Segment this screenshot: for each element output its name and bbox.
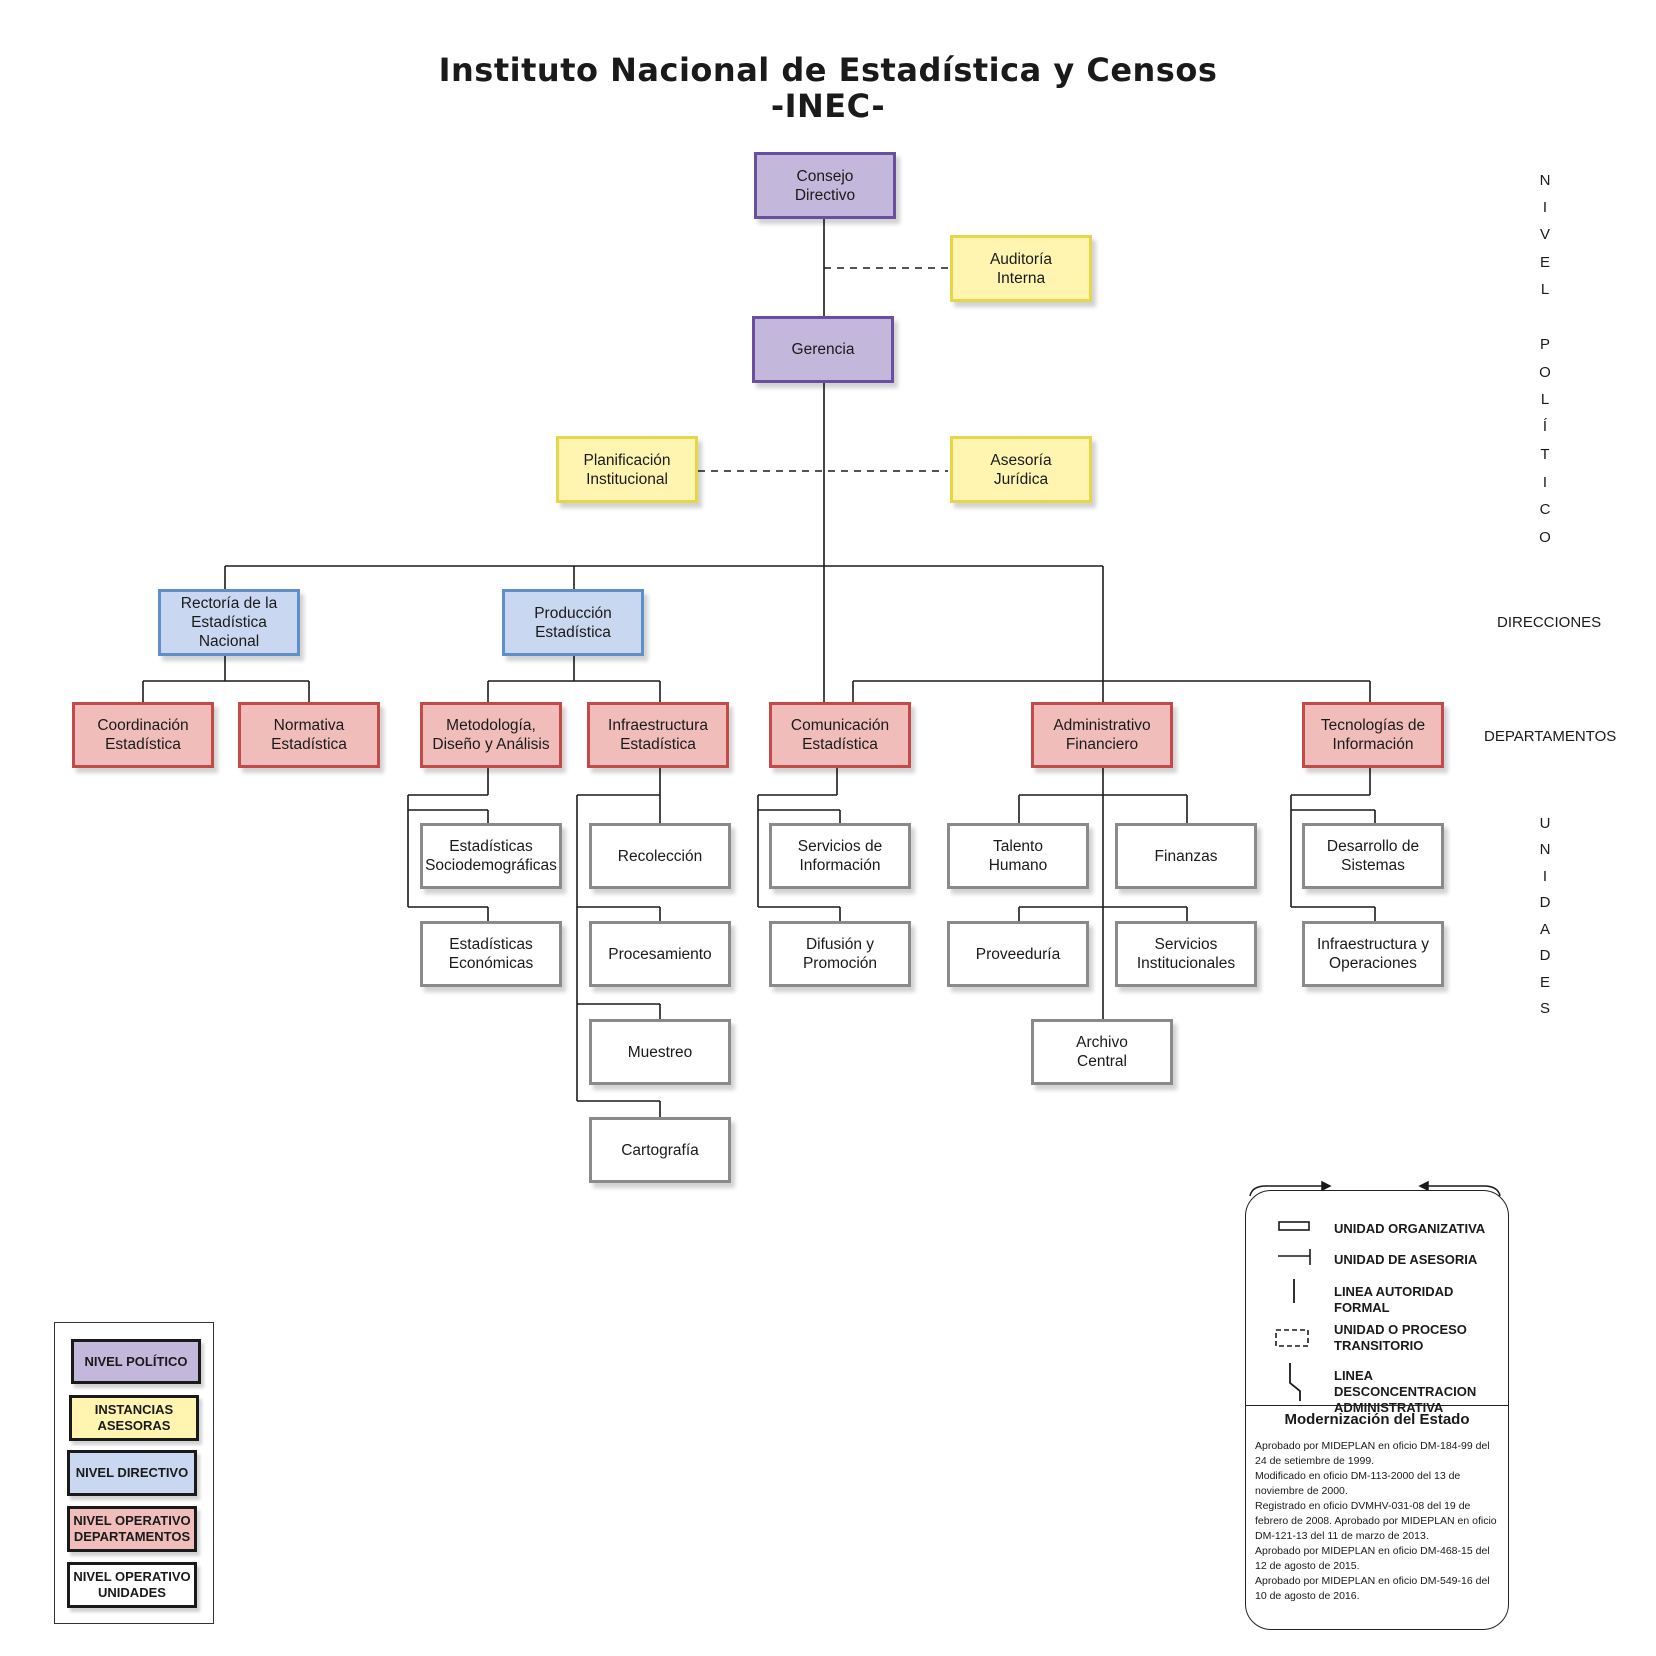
- box-asesoria-juridica: Asesoría Jurídica: [950, 436, 1092, 503]
- box-servicios-institucionales: Servicios Institucionales: [1115, 921, 1257, 987]
- box-comunicacion-estadistica: Comunicación Estadística: [769, 702, 911, 768]
- box-tecnologias-informacion: Tecnologías de Información: [1302, 702, 1444, 768]
- symbols-legend: UNIDAD ORGANIZATIVA UNIDAD DE ASESORIA L…: [1245, 1190, 1509, 1630]
- symbol-linea-autoridad-formal: LINEA AUTORIDAD FORMAL: [1334, 1284, 1454, 1315]
- box-cartografia: Cartografía: [589, 1117, 731, 1183]
- note-line: Modificado en oficio DM-113-2000 del 13 …: [1255, 1470, 1461, 1497]
- box-administrativo-financiero: Administrativo Financiero: [1031, 702, 1173, 768]
- linea-autoridad-icon: [1293, 1279, 1295, 1303]
- unidad-organizativa-icon: [1278, 1221, 1310, 1231]
- box-estadisticas-sociodemograficas: Estadísticas Sociodemográficas: [420, 823, 562, 889]
- legend-nivel-directivo: NIVEL DIRECTIVO: [67, 1450, 197, 1496]
- legend-nivel-politico: NIVEL POLÍTICO: [71, 1339, 201, 1384]
- legend-instancias-asesoras: INSTANCIAS ASESORAS: [69, 1395, 199, 1441]
- box-finanzas: Finanzas: [1115, 823, 1257, 889]
- page-subtitle: -INEC-: [770, 87, 886, 125]
- approval-notes: Aprobado por MIDEPLAN en oficio DM-184-9…: [1255, 1439, 1502, 1604]
- box-coordinacion-estadistica: Coordinación Estadística: [72, 702, 214, 768]
- box-difusion-promocion: Difusión y Promoción: [769, 921, 911, 987]
- box-proveeduria: Proveeduría: [947, 921, 1089, 987]
- box-metodologia-diseno-analisis: Metodología, Diseño y Análisis: [420, 702, 562, 768]
- page-title: Instituto Nacional de Estadística y Cens…: [438, 51, 1218, 89]
- top-arrows: [1249, 1180, 1501, 1197]
- note-line: Aprobado por MIDEPLAN en oficio DM-549-1…: [1255, 1575, 1490, 1602]
- box-consejo-directivo: Consejo Directivo: [754, 152, 896, 219]
- symbol-unidad-organizativa: UNIDAD ORGANIZATIVA: [1334, 1221, 1486, 1236]
- notes-title: Modernización del Estado: [1284, 1411, 1470, 1428]
- symbol-linea-desconcentracion: LINEA DESCONCENTRACION ADMINISTRATIVA: [1334, 1368, 1477, 1415]
- box-infraestructura-estadistica: Infraestructura Estadística: [587, 702, 729, 768]
- color-legend: NIVEL POLÍTICO INSTANCIAS ASESORAS NIVEL…: [54, 1322, 214, 1624]
- box-estadisticas-economicas: Estadísticas Económicas: [420, 921, 562, 987]
- notes-divider: [1246, 1405, 1508, 1406]
- unidad-asesoria-icon: [1278, 1249, 1311, 1265]
- box-auditoria-interna: Auditoría Interna: [950, 235, 1092, 302]
- side-departamentos: DEPARTAMENTOS: [1484, 728, 1617, 745]
- box-gerencia: Gerencia: [752, 316, 894, 383]
- note-line: Aprobado por MIDEPLAN en oficio DM-184-9…: [1255, 1440, 1490, 1467]
- legend-nivel-operativo-unidades: NIVEL OPERATIVO UNIDADES: [67, 1562, 197, 1608]
- box-rectoria-estadistica-nacional: Rectoría de la Estadística Nacional: [158, 589, 300, 656]
- box-infraestructura-operaciones: Infraestructura y Operaciones: [1302, 921, 1444, 987]
- box-produccion-estadistica: Producción Estadística: [502, 589, 644, 656]
- box-normativa-estadistica: Normativa Estadística: [238, 702, 380, 768]
- box-planificacion-institucional: Planificación Institucional: [556, 436, 698, 503]
- symbol-unidad-proceso-transitorio: UNIDAD O PROCESO TRANSITORIO: [1334, 1322, 1467, 1353]
- side-direcciones: DIRECCIONES: [1497, 614, 1602, 631]
- box-muestreo: Muestreo: [589, 1019, 731, 1085]
- box-talento-humano: Talento Humano: [947, 823, 1089, 889]
- note-line: Registrado en oficio DVMHV-031-08 del 19…: [1255, 1500, 1497, 1542]
- box-desarrollo-sistemas: Desarrollo de Sistemas: [1302, 823, 1444, 889]
- unidad-transitorio-icon: [1275, 1329, 1309, 1347]
- box-procesamiento: Procesamiento: [589, 921, 731, 987]
- legend-nivel-operativo-departamentos: NIVEL OPERATIVO DEPARTAMENTOS: [67, 1506, 197, 1552]
- linea-desconcentracion-icon: [1289, 1363, 1301, 1401]
- symbol-unidad-asesoria: UNIDAD DE ASESORIA: [1334, 1252, 1478, 1267]
- note-line: Aprobado por MIDEPLAN en oficio DM-468-1…: [1255, 1545, 1490, 1572]
- box-servicios-informacion: Servicios de Información: [769, 823, 911, 889]
- box-archivo-central: Archivo Central: [1031, 1019, 1173, 1085]
- box-recoleccion: Recolección: [589, 823, 731, 889]
